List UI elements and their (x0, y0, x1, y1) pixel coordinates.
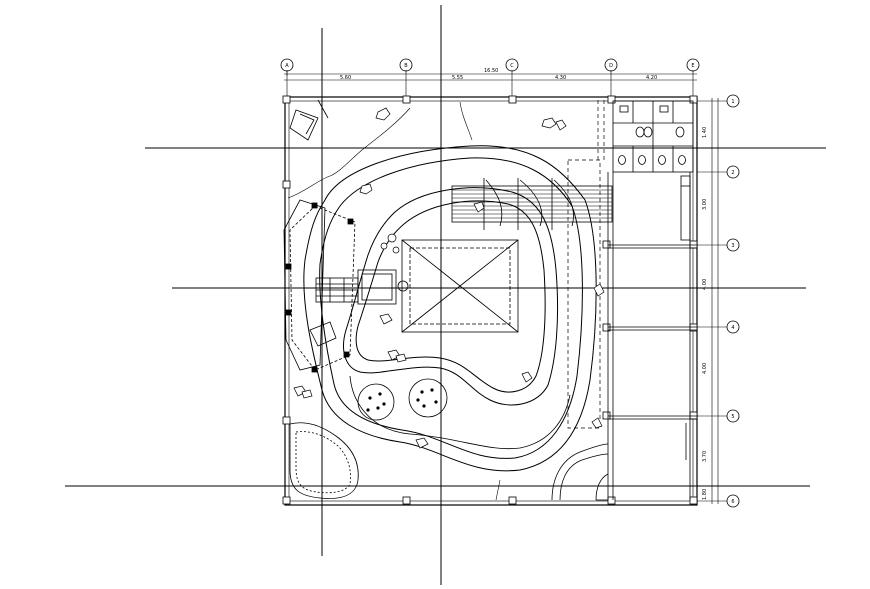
svg-text:E: E (691, 63, 694, 69)
dimension-overall: 16.50 (484, 68, 498, 74)
pavilion-corridor (607, 172, 697, 500)
boundary-columns (282, 95, 698, 505)
northwest-features (287, 99, 473, 199)
grid-bubble-b: B (399, 58, 413, 72)
dimension-chain-right (697, 98, 727, 504)
grid-bubble-c: C (505, 58, 519, 72)
rock-symbol (591, 417, 603, 429)
toilet-symbol (658, 155, 666, 165)
grid-bubble-3: 3 (726, 238, 740, 252)
rocks-and-shrubs (293, 107, 605, 449)
rock-symbol (359, 183, 373, 195)
grid-bubble-5: 5 (726, 409, 740, 423)
toilet-symbol (675, 126, 685, 138)
construction-lines (65, 5, 826, 585)
toilet-symbol (643, 126, 653, 138)
grid-bubble-4: 4 (726, 320, 740, 334)
sink-symbol (619, 105, 629, 113)
toilet-symbol (638, 155, 646, 165)
dimension-segment-4: 4.20 (646, 75, 657, 81)
rock-symbol (541, 117, 567, 131)
svg-text:5: 5 (731, 414, 734, 420)
grid-bubbles-right: 1 2 3 4 5 6 (726, 94, 740, 508)
toilet-symbol (678, 155, 686, 165)
shrub-symbol (380, 233, 400, 254)
grid-bubbles-top: A B C D E (280, 58, 700, 76)
inner-lawn (343, 187, 571, 450)
central-pavilion (401, 239, 519, 333)
rock-symbol (375, 107, 391, 121)
grid-bubble-d: D (604, 58, 618, 72)
rock-symbol (473, 201, 485, 213)
svg-text:D: D (609, 63, 613, 69)
toilet-symbol (618, 155, 626, 165)
rock-symbol (379, 313, 393, 325)
svg-text:C: C (510, 63, 514, 69)
rock-symbol (293, 385, 313, 399)
dimension-segment-1: 5.60 (340, 75, 351, 81)
dimension-right-1: 1.40 (702, 127, 708, 138)
svg-text:A: A (285, 63, 289, 69)
southeast-gate (495, 443, 609, 501)
toilet-symbol (635, 126, 645, 138)
dashed-enclosure (567, 100, 605, 429)
southwest-rockery (289, 422, 359, 499)
dimension-right-5: 3.70 (702, 451, 708, 462)
rock-symbol (521, 371, 533, 383)
svg-text:2: 2 (731, 170, 734, 176)
svg-text:4: 4 (731, 325, 734, 331)
grid-bubble-6: 6 (726, 494, 740, 508)
garden-path-outer (303, 145, 597, 472)
svg-text:3: 3 (731, 243, 734, 249)
dimension-right-3: 4.00 (702, 279, 708, 290)
dimension-segment-3: 4.30 (555, 75, 566, 81)
dimension-right-4: 4.00 (702, 363, 708, 374)
svg-text:1: 1 (731, 99, 734, 105)
svg-text:6: 6 (731, 499, 734, 505)
dimension-segment-2: 5.55 (452, 75, 463, 81)
svg-text:B: B (404, 63, 408, 69)
trees (357, 378, 448, 421)
rock-symbol (387, 349, 407, 363)
dimension-right-2: 3.00 (702, 199, 708, 210)
rock-symbol (415, 437, 429, 449)
sink-symbol (659, 105, 669, 113)
west-pergola (283, 199, 356, 373)
west-gazebo (315, 269, 409, 305)
grid-bubble-a: A (280, 58, 294, 76)
restroom-block (612, 100, 694, 173)
grid-bubble-2: 2 (726, 165, 740, 179)
grid-bubble-e: E (686, 58, 700, 72)
rock-symbol (593, 283, 605, 297)
dimension-right-6: 1.80 (702, 489, 708, 500)
tree-symbol (408, 378, 448, 418)
grid-bubble-1: 1 (726, 94, 740, 108)
tree-symbol (357, 383, 395, 421)
dimension-chain-top (284, 70, 697, 97)
